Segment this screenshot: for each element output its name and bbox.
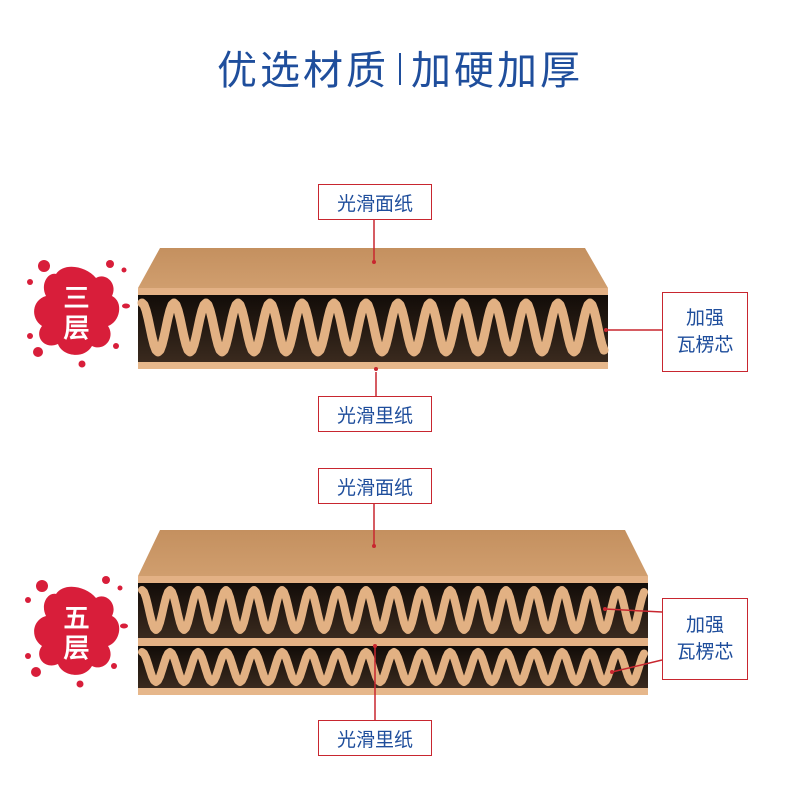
three-flute [137,298,609,357]
splat-three-icon [27,260,130,368]
five-bottom-liner-text: 光滑里纸 [336,728,413,751]
five-layer-board [138,503,663,720]
three-top-face [138,248,608,288]
three-flute-text-1: 加强 [685,307,724,329]
three-bottom-liner-label: 光滑里纸 [318,396,432,432]
splat-five-icon [25,576,128,688]
title-left: 优选材质 [217,48,389,94]
page-title: 优选材质加硬加厚 [0,38,800,96]
title-divider [399,53,401,85]
five-bottom-liner-label: 光滑里纸 [318,720,432,756]
five-layer-badge: 五层 [63,604,91,664]
five-bottom-liner-edge [138,688,648,695]
three-layer-badge: 三层 [63,284,91,344]
five-flute-label: 加强 瓦楞芯 [662,598,748,680]
five-flute-upper [138,586,648,634]
title-right: 加硬加厚 [411,48,583,94]
three-top-liner-label: 光滑面纸 [318,184,432,220]
five-flute-text-2: 瓦楞芯 [676,641,734,663]
three-top-liner-edge [138,288,608,295]
three-bottom-liner-text: 光滑里纸 [336,404,413,427]
five-top-liner-edge [138,576,648,583]
three-flute-label: 加强 瓦楞芯 [662,292,748,372]
three-flute-text-2: 瓦楞芯 [676,334,734,356]
three-top-liner-text: 光滑面纸 [336,192,413,215]
three-bottom-liner-edge [138,362,608,369]
five-top-liner-label: 光滑面纸 [318,468,432,504]
five-flute-text-1: 加强 [685,614,724,636]
five-flute-lower [138,648,648,686]
five-top-face [138,530,648,576]
five-middle-liner-edge [138,638,648,646]
five-top-liner-text: 光滑面纸 [336,476,413,499]
three-layer-board [137,218,662,398]
